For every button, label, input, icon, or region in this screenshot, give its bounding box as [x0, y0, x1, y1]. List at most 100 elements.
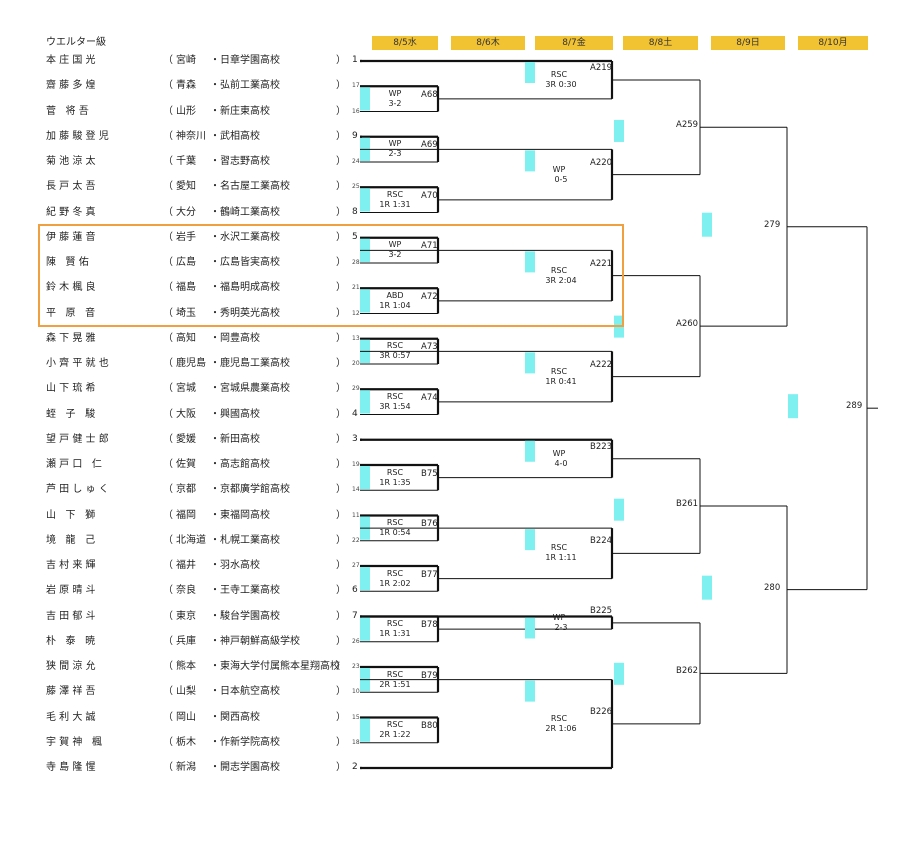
- competitor-name: 吉 村 来 輝: [46, 560, 96, 571]
- school-name: ・東福岡高校: [210, 509, 270, 521]
- school-name: ・京都廣学館高校: [210, 484, 290, 496]
- draw-number: 18: [352, 738, 360, 746]
- close-paren: ）: [336, 231, 346, 243]
- close-paren: ）: [336, 509, 346, 521]
- date-header: 8/5水: [372, 36, 438, 50]
- result-method: RSC: [550, 69, 568, 79]
- prefecture: 宮城: [176, 383, 196, 395]
- result-method: ABD: [386, 290, 404, 300]
- open-paren: （: [163, 509, 173, 521]
- school-name: ・日章学園高校: [210, 55, 280, 66]
- school-name: ・広島皆実高校: [210, 257, 280, 268]
- open-paren: （: [163, 585, 173, 597]
- result-marker: [525, 150, 535, 172]
- bout-number: B226: [590, 706, 613, 717]
- result-detail: 1R 2:02: [379, 578, 411, 588]
- bout-number: B80: [421, 721, 438, 732]
- prefecture: 北海道: [176, 534, 206, 546]
- result-method: RSC: [386, 189, 404, 199]
- result-method: RSC: [386, 619, 404, 629]
- prefecture: 愛媛: [176, 433, 196, 445]
- result-method: WP: [552, 612, 566, 622]
- result-marker: [525, 251, 535, 273]
- result-method: WP: [388, 88, 402, 98]
- competitor-name: 岩 原 晴 斗: [46, 585, 96, 597]
- draw-number: 7: [352, 610, 358, 621]
- school-name: ・作新学院高校: [210, 736, 280, 748]
- draw-number: 4: [352, 408, 358, 419]
- school-name: ・秀明英光高校: [210, 307, 280, 319]
- result-marker: [360, 87, 370, 111]
- open-paren: （: [163, 231, 173, 243]
- close-paren: ）: [336, 736, 346, 748]
- open-paren: （: [163, 307, 173, 319]
- competitor-name: 山 下 獅: [46, 509, 96, 521]
- result-method: RSC: [386, 341, 404, 351]
- close-paren: ）: [336, 80, 346, 92]
- close-paren: ）: [336, 686, 346, 698]
- open-paren: （: [163, 181, 173, 193]
- draw-number: 24: [352, 158, 360, 165]
- prefecture: 佐賀: [176, 459, 196, 470]
- result-marker: [360, 466, 370, 490]
- close-paren: ）: [336, 711, 346, 723]
- bout-number: A259: [676, 120, 699, 131]
- draw-number: 8: [352, 206, 358, 217]
- prefecture: 神奈川: [176, 130, 206, 142]
- result-method: RSC: [386, 568, 404, 578]
- open-paren: （: [163, 282, 173, 294]
- open-paren: （: [163, 156, 173, 167]
- prefecture: 愛知: [176, 181, 196, 193]
- prefecture: 福井: [176, 560, 196, 571]
- school-name: ・鹿児島工業高校: [210, 358, 290, 369]
- competitor-name: 蛭 子 駿: [46, 408, 96, 420]
- draw-number: 29: [352, 385, 360, 393]
- result-marker: [614, 119, 624, 142]
- draw-number: 12: [352, 309, 360, 317]
- draw-number: 3: [352, 433, 358, 444]
- bout-number: B75: [421, 468, 438, 479]
- result-marker: [702, 575, 712, 600]
- competitor-name: 陳 賢 佑: [46, 257, 89, 268]
- result-marker: [525, 529, 535, 551]
- competitor-name: 毛 利 大 誠: [46, 711, 96, 723]
- result-method: RSC: [550, 543, 568, 553]
- open-paren: （: [163, 105, 173, 117]
- school-name: ・武相高校: [210, 130, 260, 142]
- highlight-box: [38, 224, 624, 327]
- result-marker: [525, 440, 535, 462]
- school-name: ・神戸朝鮮高級学校: [210, 635, 300, 647]
- draw-number: 2: [352, 762, 358, 772]
- result-marker: [614, 498, 624, 521]
- draw-number: 14: [352, 486, 360, 494]
- result-method: RSC: [386, 518, 404, 528]
- open-paren: （: [163, 383, 173, 395]
- result-detail: 3-2: [388, 250, 402, 260]
- close-paren: ）: [336, 610, 346, 622]
- competitor-name: 菊 池 涼 太: [46, 156, 96, 167]
- result-detail: 2-3: [554, 622, 568, 632]
- draw-number: 26: [352, 637, 360, 645]
- date-header: 8/10月: [798, 36, 868, 50]
- draw-number: 19: [352, 461, 360, 468]
- result-marker: [614, 662, 624, 685]
- bout-number: B79: [421, 670, 438, 681]
- prefecture: 福島: [176, 282, 196, 294]
- close-paren: ）: [336, 635, 346, 647]
- competitor-name: 寺 島 隆 惺: [46, 762, 96, 773]
- result-method: RSC: [550, 366, 568, 376]
- competitor-name: 瀬 戸 口 仁: [46, 459, 102, 470]
- bout-number: A260: [676, 319, 699, 330]
- draw-number: 11: [352, 511, 360, 519]
- open-paren: （: [163, 534, 173, 546]
- competitor-name: 小 齊 平 就 也: [46, 358, 109, 369]
- school-name: ・関西高校: [210, 711, 260, 723]
- prefecture: 福岡: [176, 509, 196, 521]
- close-paren: ）: [336, 332, 346, 344]
- result-marker: [702, 212, 712, 237]
- competitor-name: 平 原 音: [46, 307, 96, 319]
- close-paren: ）: [336, 408, 346, 420]
- result-marker: [525, 617, 535, 639]
- bout-number: B223: [590, 441, 613, 452]
